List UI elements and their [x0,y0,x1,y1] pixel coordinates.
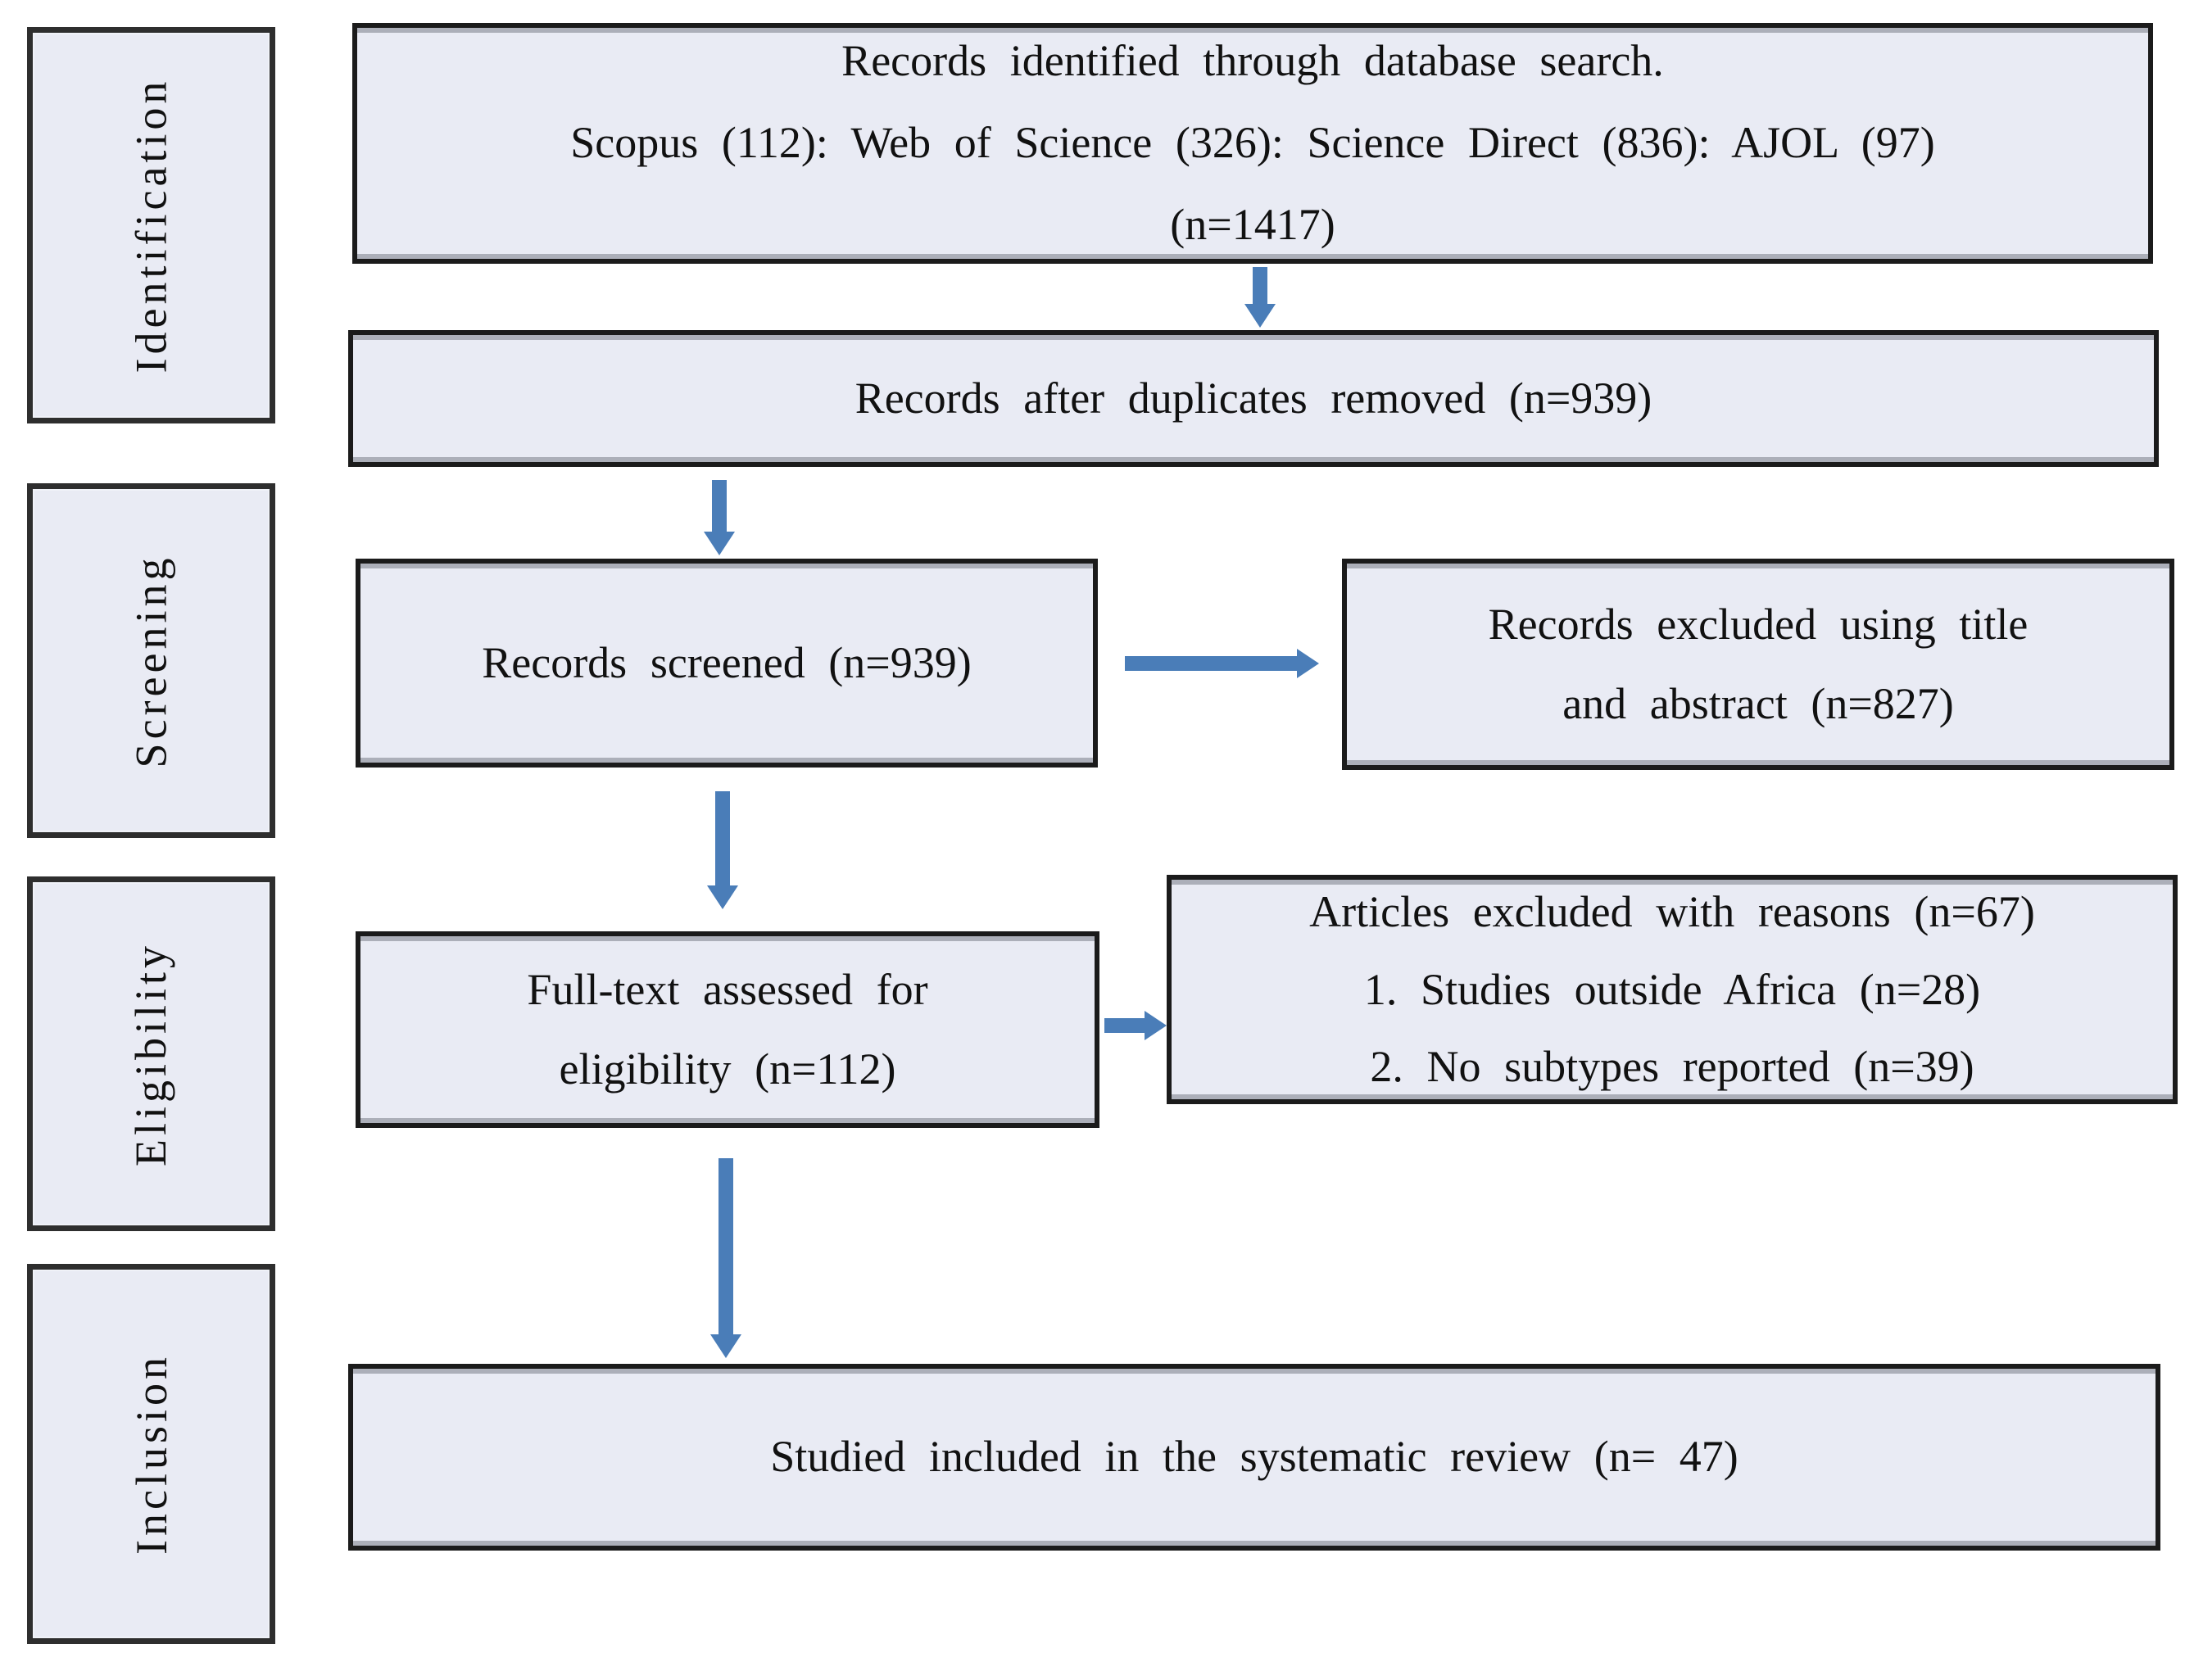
arrow-down-icon-screened-to-fulltext [706,791,739,909]
box-records-identified-line1: Records identified through database sear… [841,36,1664,86]
box-records-identified: Records identified through database sear… [352,23,2153,264]
box-fulltext-assessed-line2: eligibility (n=112) [559,1044,896,1094]
box-fulltext-assessed-line1: Full-text assessed for [527,964,928,1014]
box-fulltext-assessed: Full-text assessed for eligibility (n=11… [356,931,1099,1128]
box-studies-included-text: Studied included in the systematic revie… [770,1432,1738,1482]
stage-box-identification: Identification [27,27,275,423]
box-studies-included: Studied included in the systematic revie… [348,1364,2160,1551]
arrow-down-icon-fulltext-to-included [709,1158,742,1358]
stage-box-eligibility: Eligibility [27,876,275,1231]
arrow-down-icon-identified-to-duplicates [1244,267,1276,328]
box-records-identified-line2: Scopus (112): Web of Science (326): Scie… [570,118,1935,168]
arrow-right-icon-screened-to-excluded [1125,647,1319,680]
stage-label-eligibility: Eligibility [126,941,176,1166]
stage-box-inclusion: Inclusion [27,1264,275,1644]
box-duplicates-removed-text: Records after duplicates removed (n=939) [855,373,1652,423]
box-records-identified-line3: (n=1417) [1170,199,1335,249]
box-excluded-with-reasons-line1: Articles excluded with reasons (n=67) [1309,887,2035,937]
box-duplicates-removed: Records after duplicates removed (n=939) [348,330,2159,467]
box-excluded-title-abstract-line2: and abstract (n=827) [1562,679,1954,728]
box-excluded-with-reasons-line3: 2. No subtypes reported (n=39) [1370,1042,1974,1092]
box-excluded-with-reasons-line2: 1. Studies outside Africa (n=28) [1363,964,1981,1014]
arrow-down-icon-duplicates-to-screened [703,480,736,555]
stage-label-identification: Identification [126,77,176,374]
box-excluded-title-abstract-line1: Records excluded using title [1488,599,2029,649]
box-records-screened-text: Records screened (n=939) [482,637,972,687]
box-excluded-title-abstract: Records excluded using title and abstrac… [1342,559,2174,770]
box-records-screened: Records screened (n=939) [356,559,1098,768]
stage-box-screening: Screening [27,483,275,838]
box-excluded-with-reasons: Articles excluded with reasons (n=67) 1.… [1167,875,2178,1104]
arrow-right-icon-fulltext-to-excluded [1104,1009,1167,1042]
stage-label-inclusion: Inclusion [126,1353,176,1555]
stage-label-screening: Screening [126,554,176,768]
